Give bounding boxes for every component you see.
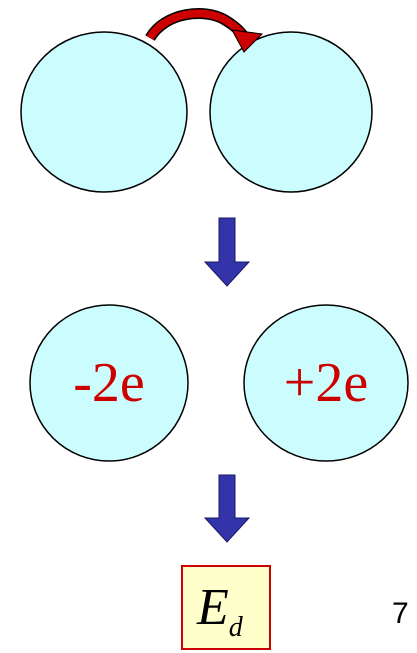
down-arrow-icon [203,474,251,543]
neutral-sphere-pair [20,31,373,193]
page-number: 7 [392,597,409,630]
positive-sphere [243,304,409,462]
energy-symbol: E [196,579,229,636]
left-neutral-sphere [20,31,188,193]
positive-charge-label: +2e [284,352,368,414]
negative-sphere [29,304,189,462]
energy-subscript: d [229,612,244,643]
right-neutral-sphere [209,31,373,193]
down-arrow-icon [203,217,251,287]
energy-box: Ed [181,565,271,650]
curved-arrow-icon [145,8,264,53]
energy-label: Ed [196,579,244,643]
negative-charge-label: -2e [73,352,145,414]
charged-sphere-pair: -2e +2e [29,304,409,462]
